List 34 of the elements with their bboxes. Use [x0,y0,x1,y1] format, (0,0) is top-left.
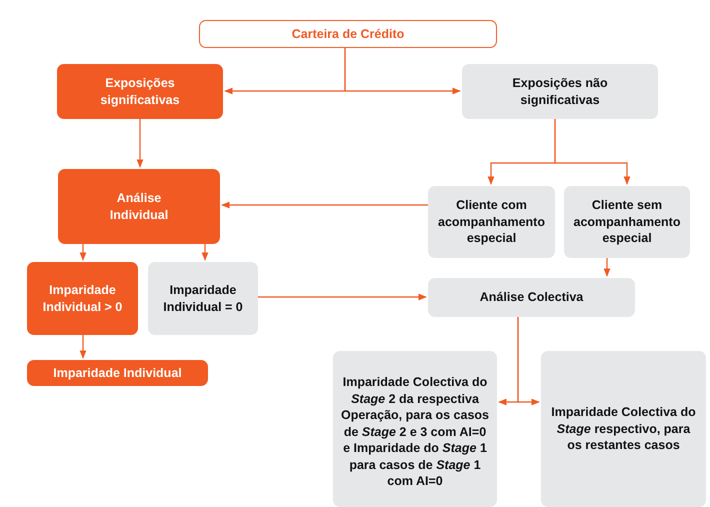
arrow [517,317,540,406]
box-label: Cliente sem acompanhamento especial [572,197,682,247]
arrow [202,244,208,261]
arrow [136,119,144,168]
arrow [80,244,86,261]
arrow [221,202,428,208]
flow-box [199,20,497,48]
box-label: Imparidade Individual > 0 [42,282,124,315]
box-label: Imparidade Colectiva do Stage respectivo, para os restantes casos [551,404,696,454]
flow-box [462,64,658,119]
arrow [258,294,427,300]
arrow [554,119,630,185]
box-label: Exposições não significativas [511,75,609,108]
flow-box [333,351,497,507]
flow-box [27,360,208,386]
flow-box [541,351,706,507]
flow-box [428,186,555,258]
box-label: Carteira de Crédito [292,26,404,42]
box-label: Imparidade Individual [53,364,182,382]
box-label: Análise Colectiva [480,289,584,306]
flow-box [57,64,223,119]
arrow [80,335,86,359]
box-label: Imparidade Colectiva do Stage 2 da respectiva Operação, para os casos de Stage 2 e 3 com AI=0 e Imparidade do Stage 1 para casos de Stage 1 com AI=0 [341,374,489,490]
flow-box [564,186,690,258]
box-label: Exposições significativas [99,75,181,108]
box-label: Imparidade Individual = 0 [162,282,244,315]
flow-box [428,278,635,317]
flow-box [148,262,258,335]
flow-box [58,169,220,244]
flow-box [27,262,138,335]
arrow [344,48,461,94]
box-label: Análise Individual [108,190,170,223]
arrow [604,258,610,277]
box-label: Cliente com acompanhamento especial [437,197,546,247]
